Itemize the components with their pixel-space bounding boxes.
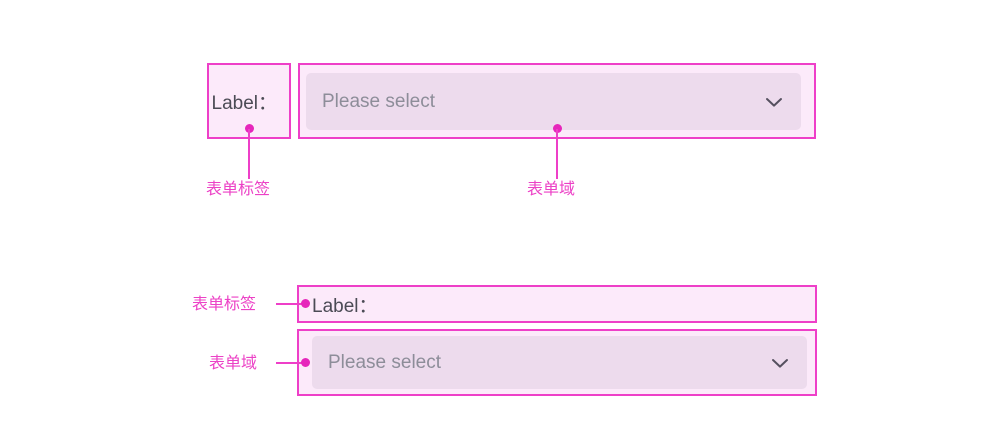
horizontal-field-annotation-line [556, 129, 558, 179]
vertical-label-annotation-line [276, 303, 305, 305]
vertical-field-annotation-dot [301, 358, 310, 367]
vertical-form-label-box [297, 285, 817, 323]
horizontal-form-label-text: Label： [211, 92, 278, 114]
horizontal-field-annotation-text: 表单域 [527, 179, 576, 198]
vertical-select-placeholder: Please select [328, 351, 442, 373]
horizontal-field-annotation-dot [553, 124, 562, 133]
horizontal-form-label: Label： [207, 63, 278, 139]
horizontal-select-placeholder: Please select [322, 90, 436, 112]
vertical-form-label-text: Label： [312, 295, 378, 317]
vertical-field-annotation-text: 表单域 [209, 353, 258, 372]
chevron-down-icon[interactable] [765, 96, 783, 108]
horizontal-label-annotation-line [248, 129, 250, 179]
vertical-form-label: Label： [312, 285, 512, 323]
vertical-field-annotation-line [276, 362, 305, 364]
horizontal-select[interactable]: Please select [306, 73, 801, 130]
horizontal-label-annotation-text: 表单标签 [206, 179, 271, 198]
vertical-select[interactable]: Please select [312, 336, 807, 389]
vertical-label-annotation-dot [301, 299, 310, 308]
vertical-label-annotation-text: 表单标签 [192, 294, 257, 313]
horizontal-label-annotation-dot [245, 124, 254, 133]
chevron-down-icon[interactable] [771, 357, 789, 369]
